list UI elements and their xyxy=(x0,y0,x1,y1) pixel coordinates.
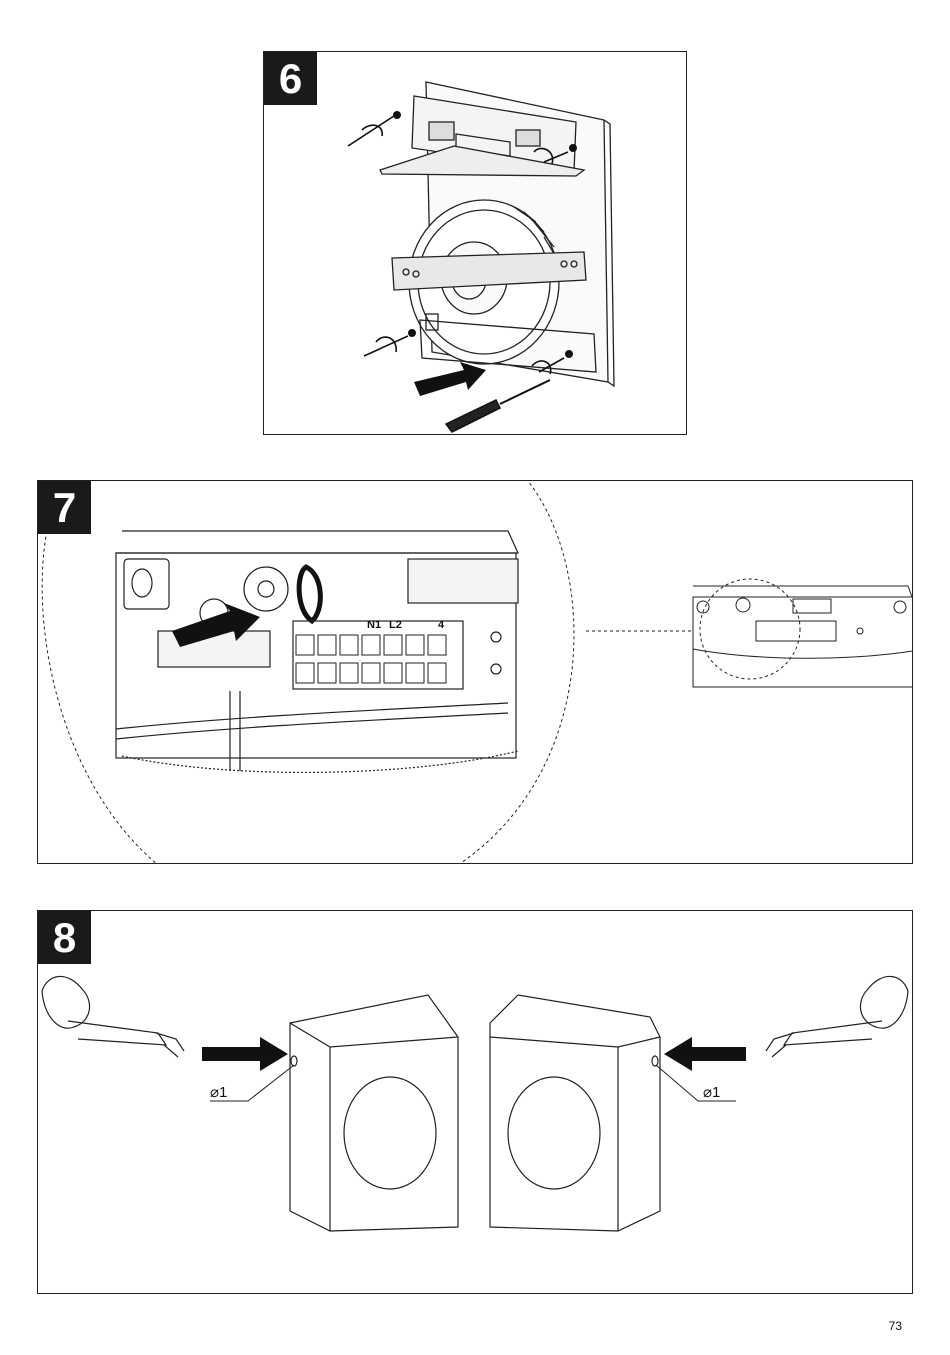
terminal-block-illustration xyxy=(38,481,913,864)
drilling-illustration xyxy=(38,911,913,1294)
step-6-panel: 6 xyxy=(263,51,687,435)
terminal-label-n1: N1 xyxy=(367,619,381,631)
page-number: 73 xyxy=(889,1319,902,1333)
diameter-label-left: ⌀1 xyxy=(210,1083,227,1101)
terminal-label-4: 4 xyxy=(438,619,444,631)
terminal-label-l2: L2 xyxy=(389,619,402,631)
step-8-panel: 8 ⌀1 xyxy=(37,910,913,1294)
step-7-panel: 7 xyxy=(37,480,913,864)
diameter-label-right: ⌀1 xyxy=(703,1083,720,1101)
fan-unit-illustration xyxy=(264,52,687,435)
